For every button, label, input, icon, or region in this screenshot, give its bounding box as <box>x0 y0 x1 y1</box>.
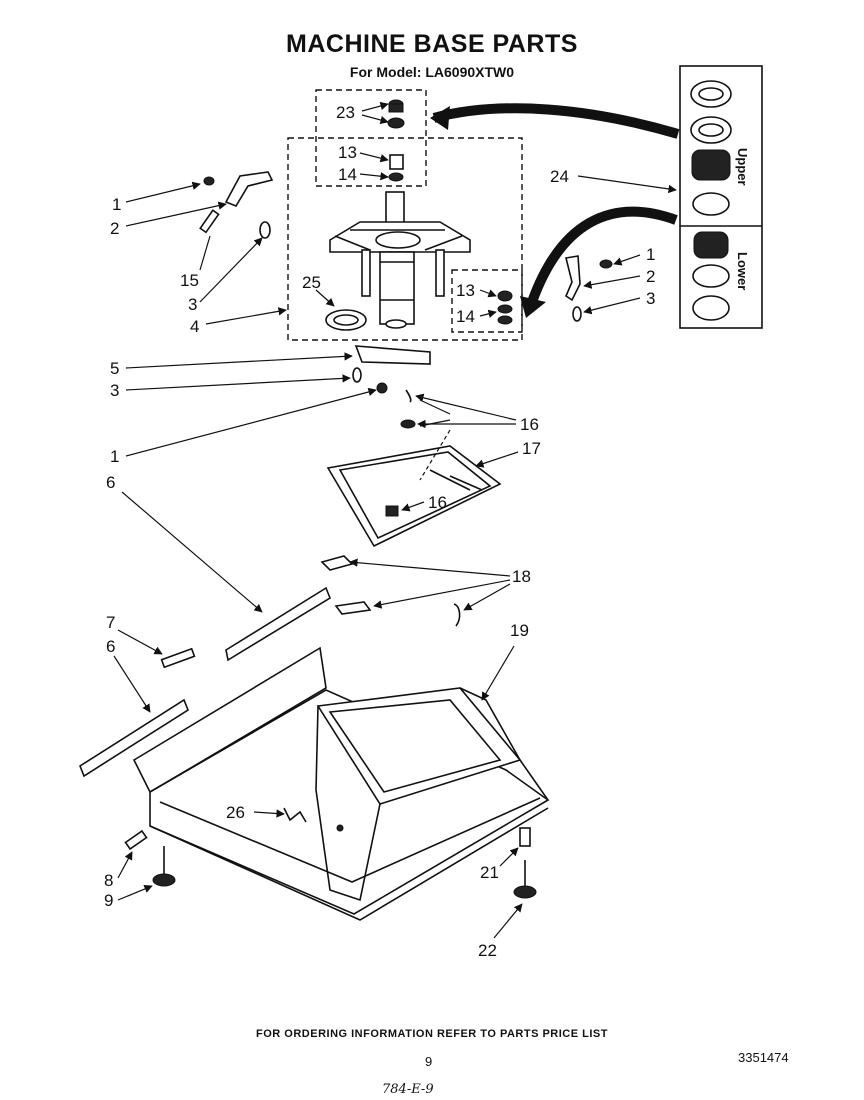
page-title: MACHINE BASE PARTS <box>286 30 578 58</box>
brake-bracket-parts <box>352 345 431 394</box>
callout-24: 24 <box>550 167 569 186</box>
bearing-detail-panel <box>679 65 763 329</box>
seal-ring <box>325 309 367 331</box>
upper-bearing-stack <box>387 99 405 182</box>
upper-curved-arrow <box>432 103 680 139</box>
right-bracket-parts <box>565 255 613 322</box>
lower-curved-arrow <box>527 206 678 304</box>
callout-13-upper: 13 <box>338 143 357 162</box>
left-bracket-parts <box>199 171 274 239</box>
model-subtitle: For Model: LA6090XTW0 <box>349 64 515 80</box>
callout-8: 8 <box>104 871 113 890</box>
upper-bearing-detail <box>690 80 732 216</box>
lower-bearing-stack <box>497 290 513 325</box>
callout-16-lower: 16 <box>428 493 447 512</box>
callout-9: 9 <box>104 891 113 910</box>
callout-5: 5 <box>110 359 119 378</box>
callout-22: 22 <box>478 941 497 960</box>
upper-label: Upper <box>735 148 750 186</box>
callout-1-mid: 1 <box>110 447 119 466</box>
callout-3-left: 3 <box>188 295 197 314</box>
leveling-legs <box>124 827 537 899</box>
ordering-note: FOR ORDERING INFORMATION REFER TO PARTS … <box>256 1028 608 1040</box>
callout-13-lower: 13 <box>456 281 475 300</box>
leader-lines <box>113 101 677 939</box>
callout-3-mid: 3 <box>110 381 119 400</box>
callout-2-left: 2 <box>110 219 119 238</box>
callout-15: 15 <box>180 271 199 290</box>
transmission-assembly <box>329 191 471 329</box>
callout-16-top: 16 <box>520 415 539 434</box>
lower-label: Lower <box>735 252 750 290</box>
gearcase-assembly-group-box <box>287 137 523 341</box>
callout-25: 25 <box>302 273 321 292</box>
callout-1-right: 1 <box>646 245 655 264</box>
callout-1-left: 1 <box>112 195 121 214</box>
document-number: 3351474 <box>738 1050 789 1065</box>
callout-19: 19 <box>510 621 529 640</box>
snubber-pads <box>320 555 461 627</box>
callout-2-right: 2 <box>646 267 655 286</box>
page-number: 9 <box>425 1054 433 1069</box>
callout-21: 21 <box>480 863 499 882</box>
callout-26: 26 <box>226 803 245 822</box>
callout-4: 4 <box>190 317 199 336</box>
callout-23: 23 <box>336 103 355 122</box>
callout-3-right: 3 <box>646 289 655 308</box>
callout-6-lower: 6 <box>106 637 115 656</box>
callout-7: 7 <box>106 613 115 632</box>
callout-17: 17 <box>522 439 541 458</box>
handwritten-note: 784-E-9 <box>382 1082 434 1097</box>
base-braces <box>79 586 331 778</box>
suspension-frame <box>326 389 502 548</box>
machine-base-frame <box>132 646 550 921</box>
callout-18: 18 <box>512 567 531 586</box>
upper-bearing-group-box <box>315 89 427 187</box>
callout-6-upper: 6 <box>106 473 115 492</box>
lower-bearing-detail <box>692 231 730 321</box>
callout-14-lower: 14 <box>456 307 475 326</box>
callout-14-upper: 14 <box>338 165 357 184</box>
